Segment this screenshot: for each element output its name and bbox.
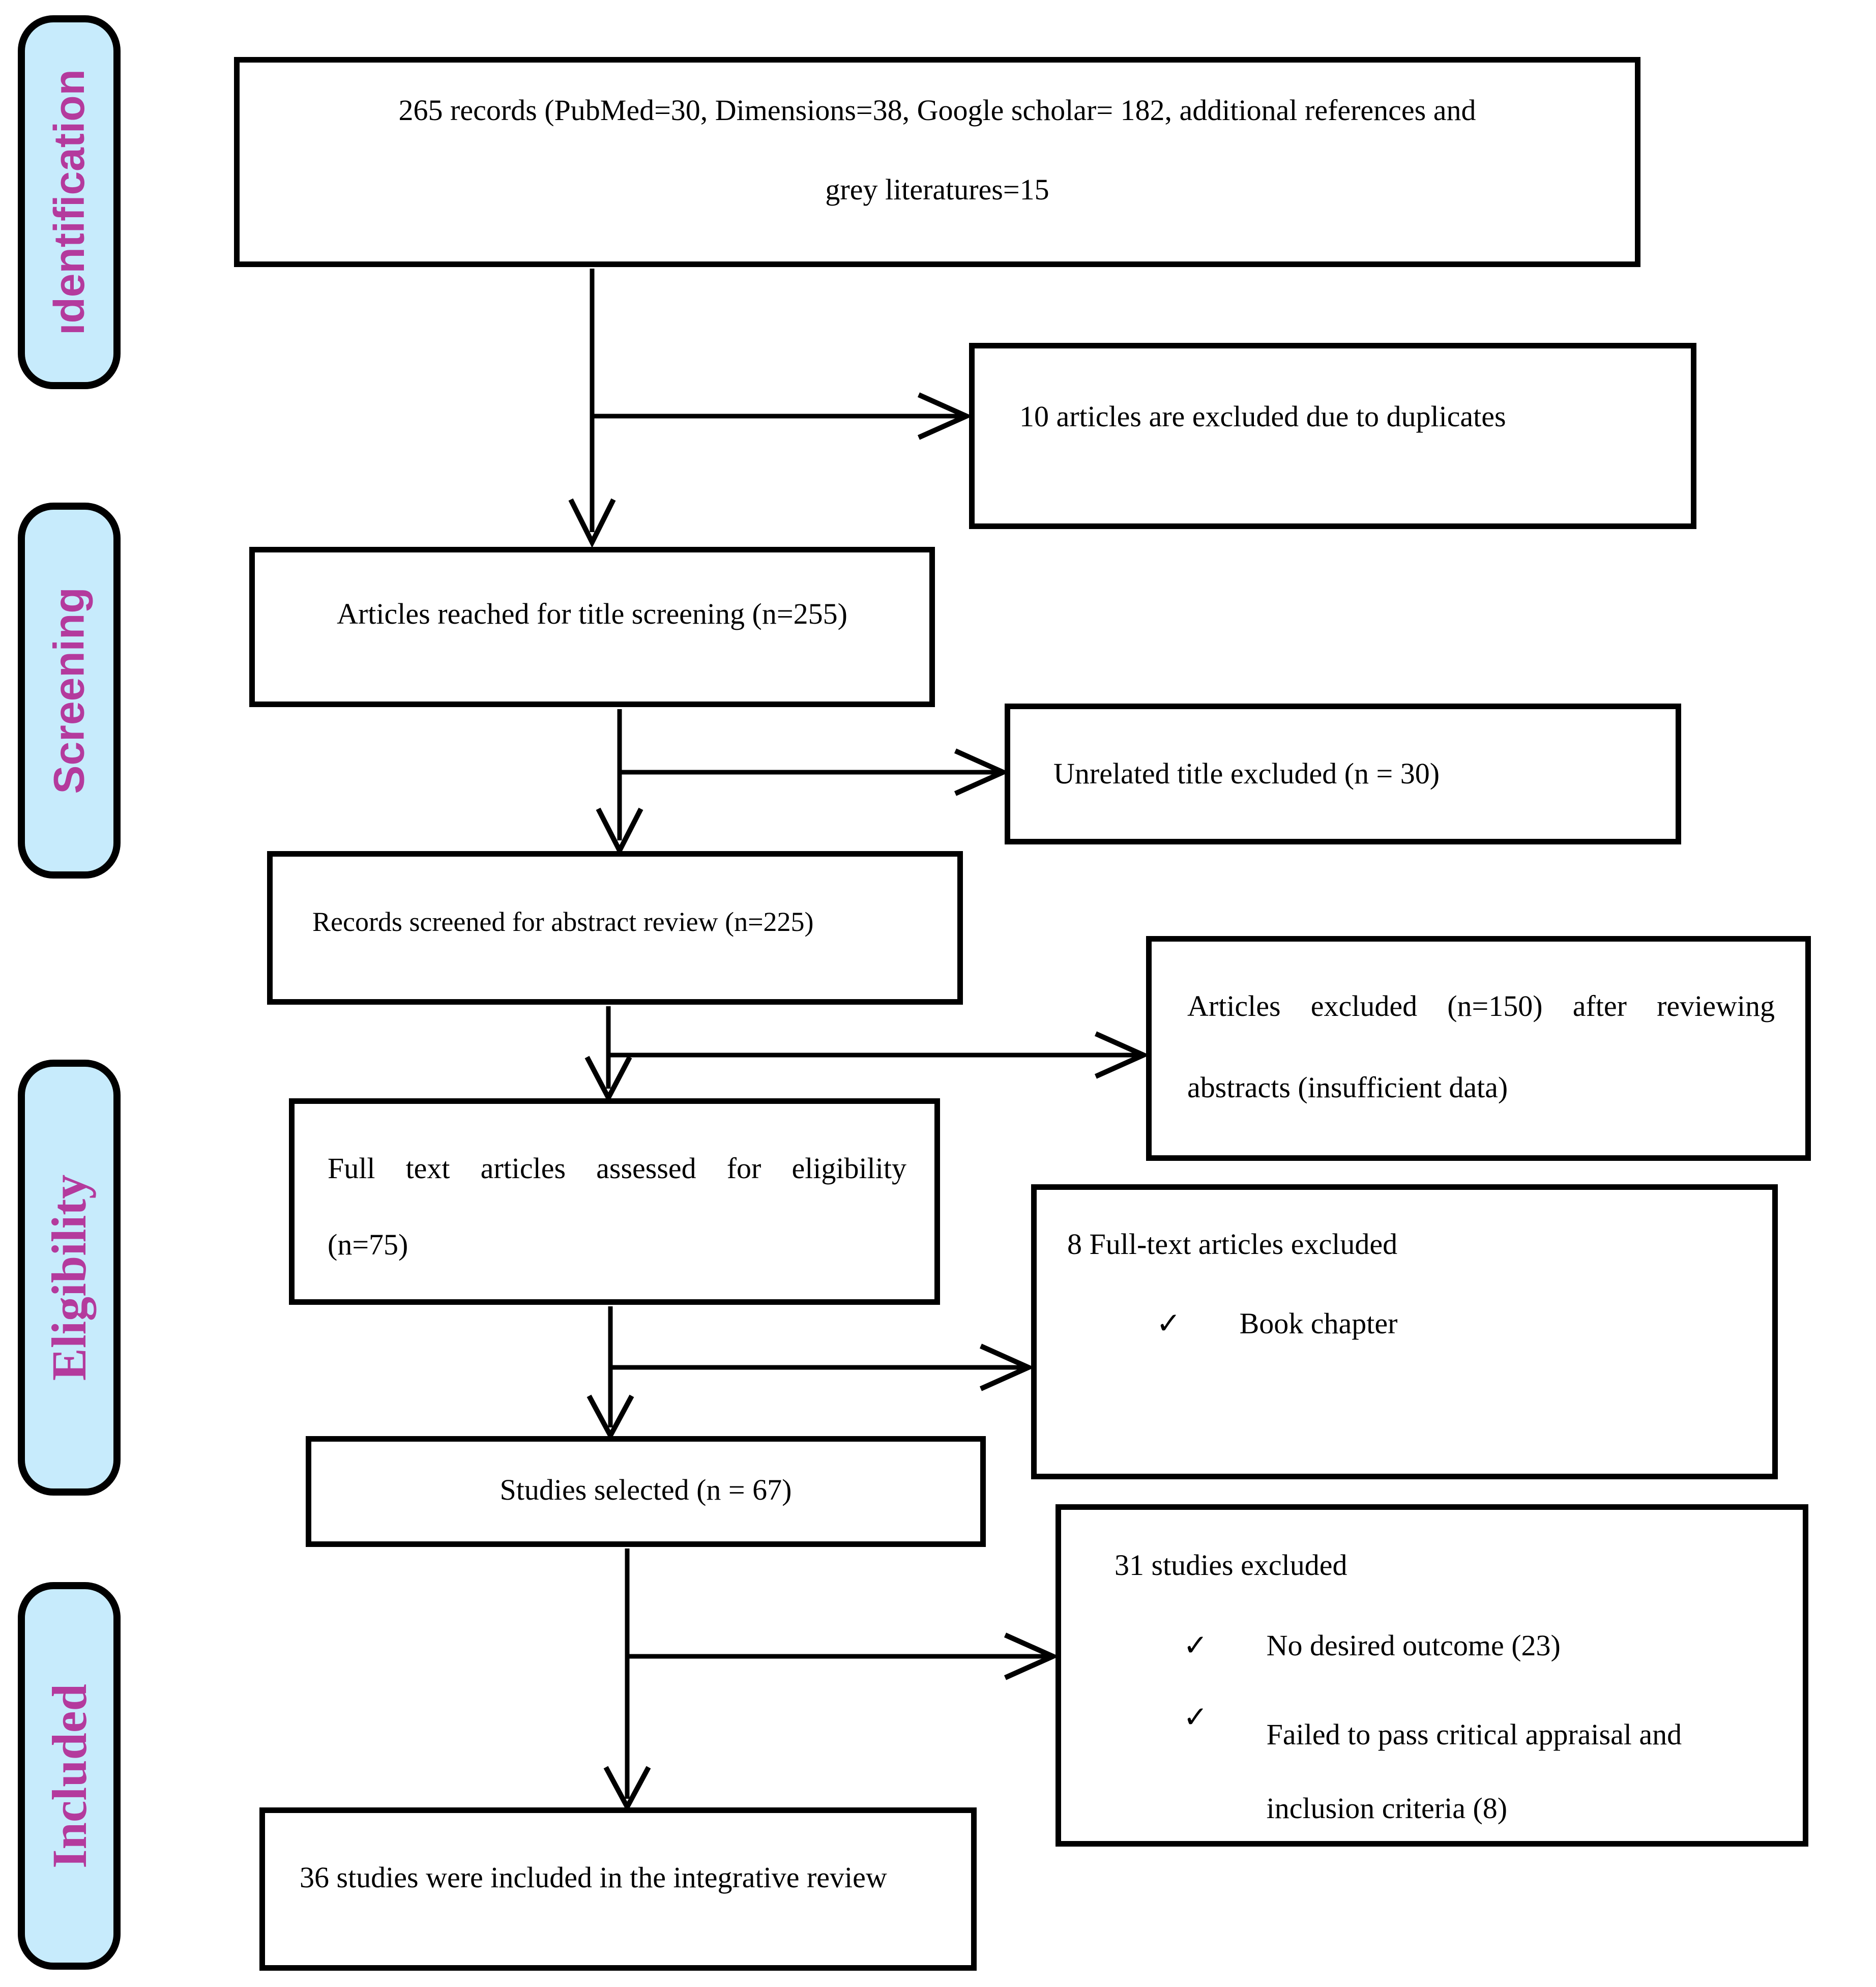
stage-screening-label: Screening xyxy=(45,587,93,794)
stage-included: Included xyxy=(18,1582,121,1970)
full-text-excluded-item: Book chapter xyxy=(1239,1307,1398,1340)
box-unrelated-title-excluded: Unrelated title excluded (n = 30) xyxy=(1005,704,1681,844)
records-line2: grey literatures=15 xyxy=(825,173,1049,207)
arrow-to-abstract-excluded xyxy=(608,1031,1150,1079)
arrow-studies-selected-to-included xyxy=(603,1548,651,1813)
arrow-to-full-text-excluded xyxy=(610,1343,1035,1391)
abstract-review-text: Records screened for abstract review (n=… xyxy=(312,907,814,937)
stage-identification-label: ıdentification xyxy=(45,69,93,335)
list-item: ✓ Failed to pass critical appraisal and … xyxy=(1183,1698,1777,1845)
arrow-records-to-title-screening xyxy=(568,269,616,548)
checkmark-icon: ✓ xyxy=(1183,1629,1208,1662)
arrow-abstract-review-to-full-text xyxy=(584,1006,632,1103)
arrow-to-unrelated-title-excluded xyxy=(620,748,1010,796)
list-item: ✓ No desired outcome (23) xyxy=(1183,1626,1777,1665)
abstract-excluded-line2: abstracts (insufficient data) xyxy=(1187,1071,1508,1104)
checkmark-icon: ✓ xyxy=(1156,1307,1181,1340)
box-abstract-excluded: Articles excluded (n=150) after reviewin… xyxy=(1146,936,1811,1161)
checkmark-icon: ✓ xyxy=(1183,1700,1208,1734)
arrow-full-text-to-studies-selected xyxy=(587,1306,634,1441)
box-full-text-assessed: Full text articles assessed for eligibil… xyxy=(289,1098,940,1305)
arrow-title-screening-to-abstract-review xyxy=(596,709,643,856)
box-included-studies: 36 studies were included in the integrat… xyxy=(259,1807,977,1971)
full-text-excluded-title: 8 Full-text articles excluded xyxy=(1067,1228,1398,1261)
studies-excluded-item-2: Failed to pass critical appraisal and in… xyxy=(1266,1717,1682,1825)
stage-eligibility-label: Eligibility xyxy=(42,1174,97,1381)
box-studies-selected: Studies selected (n = 67) xyxy=(306,1436,986,1547)
records-line1: 265 records (PubMed=30, Dimensions=38, G… xyxy=(398,94,1476,127)
box-records-identified: 265 records (PubMed=30, Dimensions=38, G… xyxy=(234,57,1640,267)
stage-included-label: Included xyxy=(42,1683,97,1868)
title-screening-text: Articles reached for title screening (n=… xyxy=(337,597,847,630)
box-duplicates-excluded: 10 articles are excluded due to duplicat… xyxy=(969,343,1696,529)
box-full-text-excluded: 8 Full-text articles excluded ✓ Book cha… xyxy=(1031,1184,1778,1479)
arrow-to-duplicates-excluded xyxy=(592,392,973,440)
studies-selected-text: Studies selected (n = 67) xyxy=(500,1473,792,1506)
list-item: ✓ Book chapter xyxy=(1156,1304,1752,1343)
stage-screening: Screening xyxy=(18,503,121,879)
arrow-to-studies-excluded xyxy=(627,1632,1060,1680)
stage-eligibility: Eligibility xyxy=(18,1060,121,1496)
full-text-line1: Full text articles assessed for eligibil… xyxy=(328,1152,906,1185)
box-studies-excluded: 31 studies excluded ✓ No desired outcome… xyxy=(1056,1504,1808,1847)
studies-excluded-title: 31 studies excluded xyxy=(1115,1548,1347,1582)
duplicates-excluded-text: 10 articles are excluded due to duplicat… xyxy=(1019,400,1506,433)
abstract-excluded-line1: Articles excluded (n=150) after reviewin… xyxy=(1187,989,1775,1022)
box-abstract-review: Records screened for abstract review (n=… xyxy=(267,851,963,1005)
full-text-line2: (n=75) xyxy=(328,1228,408,1262)
stage-identification: ıdentification xyxy=(18,15,121,389)
included-text: 36 studies were included in the integrat… xyxy=(300,1861,887,1894)
box-title-screening: Articles reached for title screening (n=… xyxy=(249,547,935,707)
unrelated-title-text: Unrelated title excluded (n = 30) xyxy=(1053,757,1440,790)
studies-excluded-item-1: No desired outcome (23) xyxy=(1266,1629,1561,1662)
